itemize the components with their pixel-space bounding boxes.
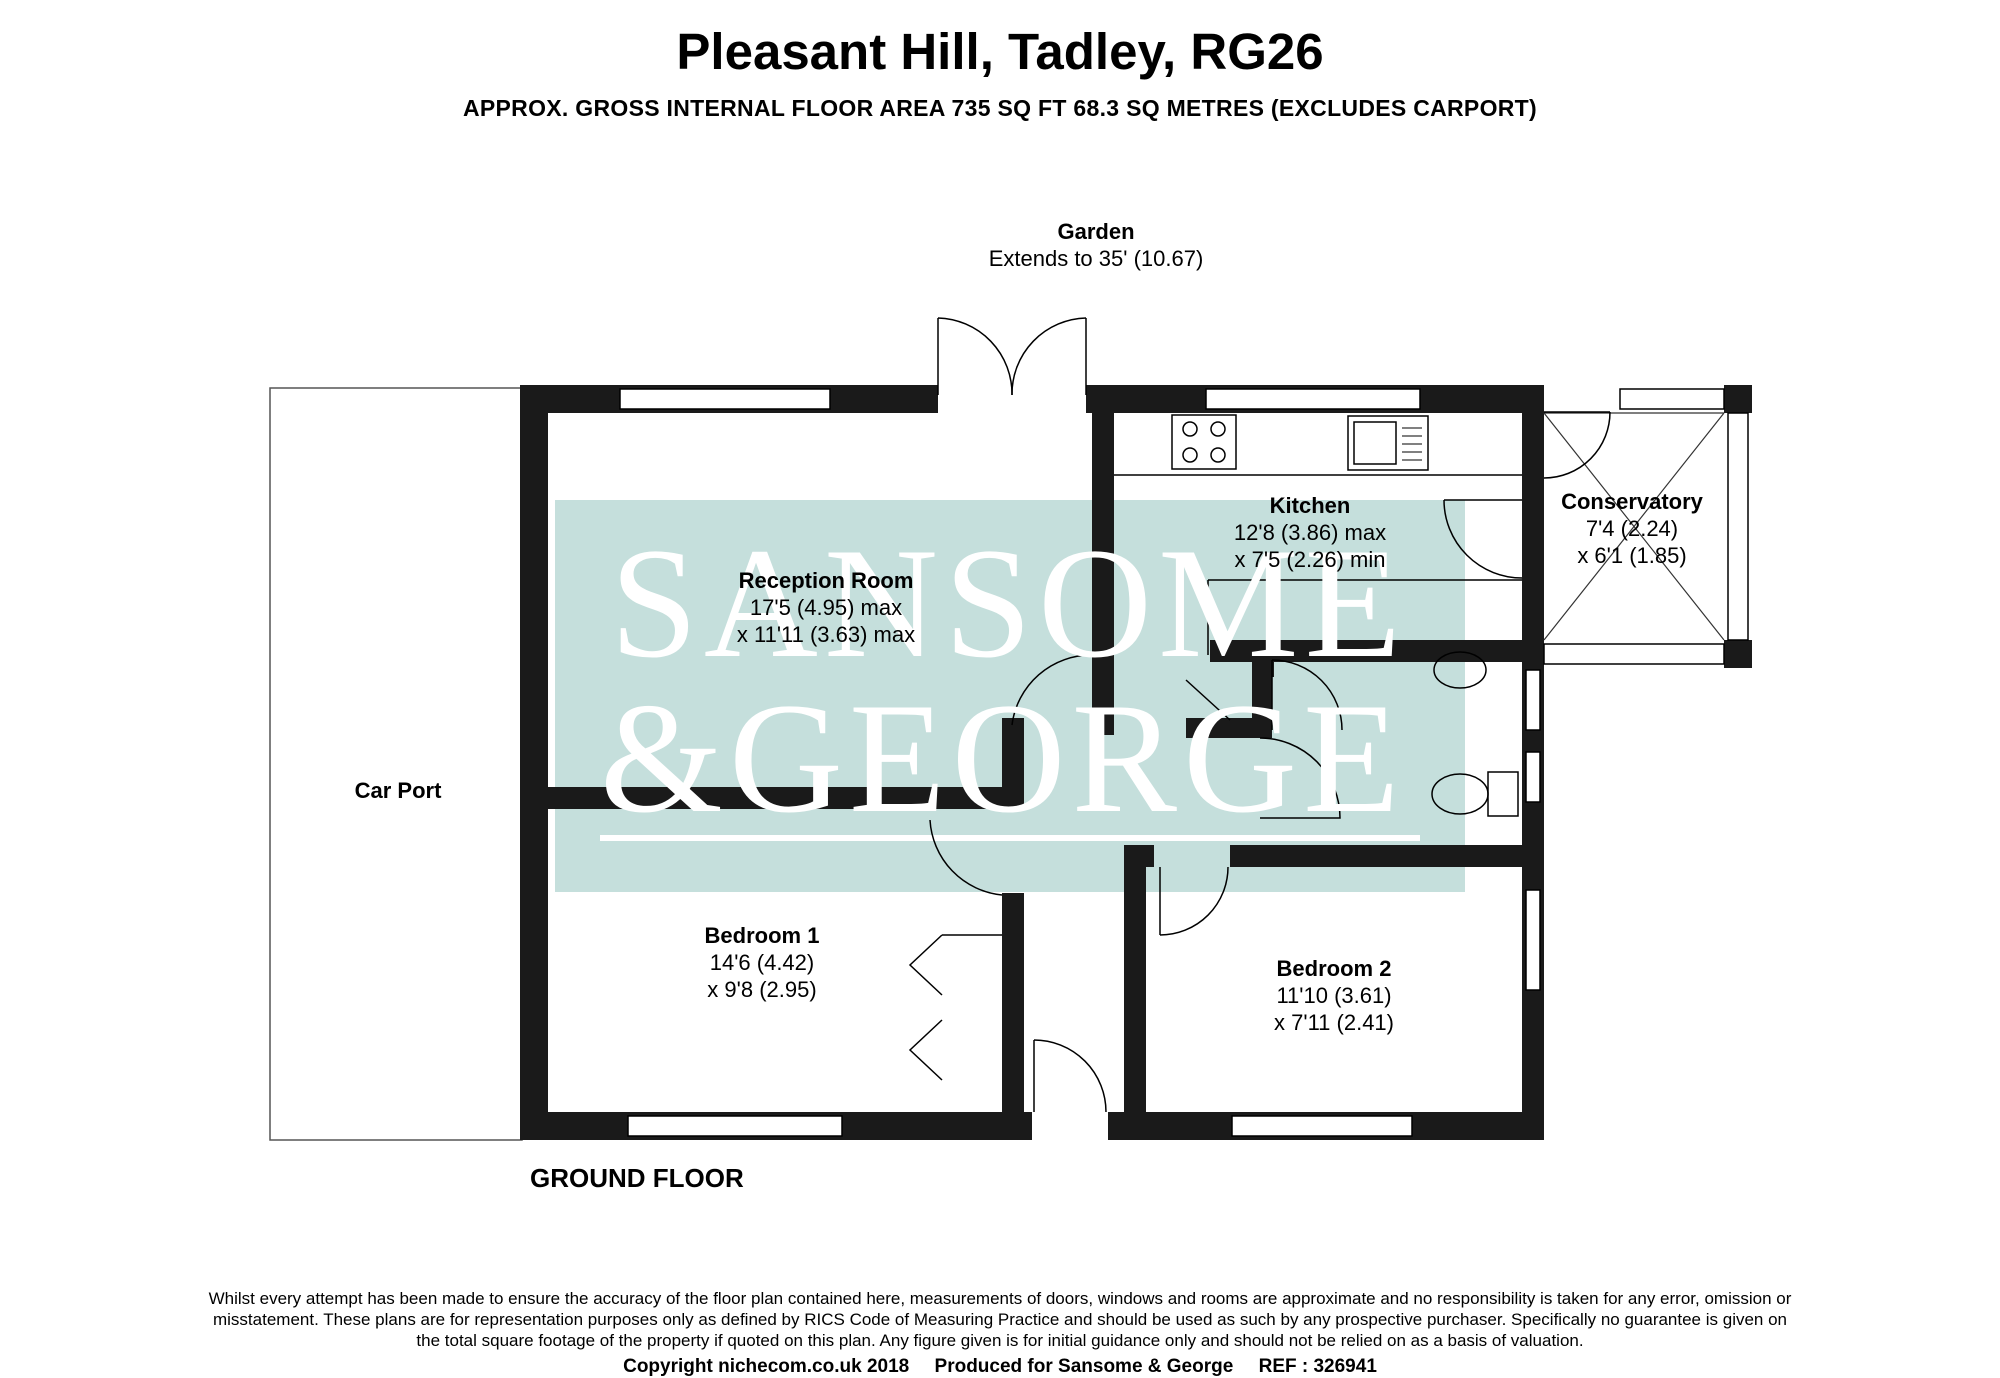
page-title: Pleasant Hill, Tadley, RG26 (676, 23, 1324, 80)
hob-icon (1171, 414, 1237, 470)
sink-icon (1347, 415, 1429, 471)
windows (619, 388, 1749, 1137)
bedroom-1-label: Bedroom 1 14'6 (4.42) x 9'8 (2.95) (705, 922, 820, 1003)
watermark-panel (555, 500, 1465, 892)
reception-room-dim2: x 11'11 (3.63) max (736, 622, 916, 647)
bedroom-2-name: Bedroom 2 (1276, 956, 1392, 981)
car-port-outline (269, 387, 523, 1141)
conservatory-name: Conservatory (1561, 489, 1703, 514)
kitchen-name: Kitchen (1269, 493, 1351, 518)
kitchen-worktop (1114, 474, 1522, 655)
bedroom-1-dim1: 14'6 (4.42) (709, 950, 815, 975)
kitchen-dim2: x 7'5 (2.26) min (1234, 547, 1386, 572)
bedroom-2-label: Bedroom 2 11'10 (3.61) x 7'11 (2.41) (1274, 955, 1394, 1036)
car-port-label: Car Port (355, 777, 442, 804)
garden-label: Garden Extends to 35' (10.67) (989, 218, 1204, 272)
basin-icon (1433, 651, 1487, 689)
bedroom-1-name: Bedroom 1 (704, 923, 820, 948)
walls (520, 385, 1752, 1140)
reception-room-dim1: 17'5 (4.95) max (749, 595, 903, 620)
conservatory-dim1: 7'4 (2.24) (1585, 516, 1679, 541)
reference-text: REF : 326941 (1258, 1356, 1377, 1377)
copyright-text: Copyright nichecom.co.uk 2018 (623, 1356, 910, 1377)
bedroom-2-dim1: 11'10 (3.61) (1276, 983, 1392, 1008)
garden-name: Garden (1057, 219, 1135, 244)
footer-credits: Copyright nichecom.co.uk 2018 Produced f… (0, 1356, 2000, 1378)
garden-dims: Extends to 35' (10.67) (988, 246, 1204, 271)
produced-for-text: Produced for Sansome & George (934, 1356, 1234, 1377)
floor-label: GROUND FLOOR (530, 1163, 744, 1193)
reception-room-name: Reception Room (738, 568, 914, 593)
hall-cupboard-arc (1185, 659, 1343, 731)
conservatory-dim2: x 6'1 (1.85) (1577, 543, 1687, 568)
conservatory-roof-lines (1543, 412, 1725, 641)
car-port-name: Car Port (354, 778, 442, 803)
bedroom-1-dim2: x 9'8 (2.95) (707, 977, 817, 1002)
doors (908, 317, 1611, 1113)
toilet-icon (1431, 771, 1519, 817)
kitchen-label: Kitchen 12'8 (3.86) max x 7'5 (2.26) min (1234, 492, 1386, 573)
watermark-line-2: &GEORGE (600, 671, 1406, 846)
watermark-line-1: SANSOME (610, 516, 1408, 691)
floor-area-subtitle: APPROX. GROSS INTERNAL FLOOR AREA 735 SQ… (462, 95, 1537, 121)
kitchen-dim1: 12'8 (3.86) max (1233, 520, 1387, 545)
bedroom-2-dim2: x 7'11 (2.41) (1274, 1010, 1394, 1035)
disclaimer-text: Whilst every attempt has been made to en… (208, 1289, 1792, 1350)
reception-room-label: Reception Room 17'5 (4.95) max x 11'11 (… (737, 567, 915, 648)
conservatory-label: Conservatory 7'4 (2.24) x 6'1 (1.85) (1561, 488, 1703, 569)
